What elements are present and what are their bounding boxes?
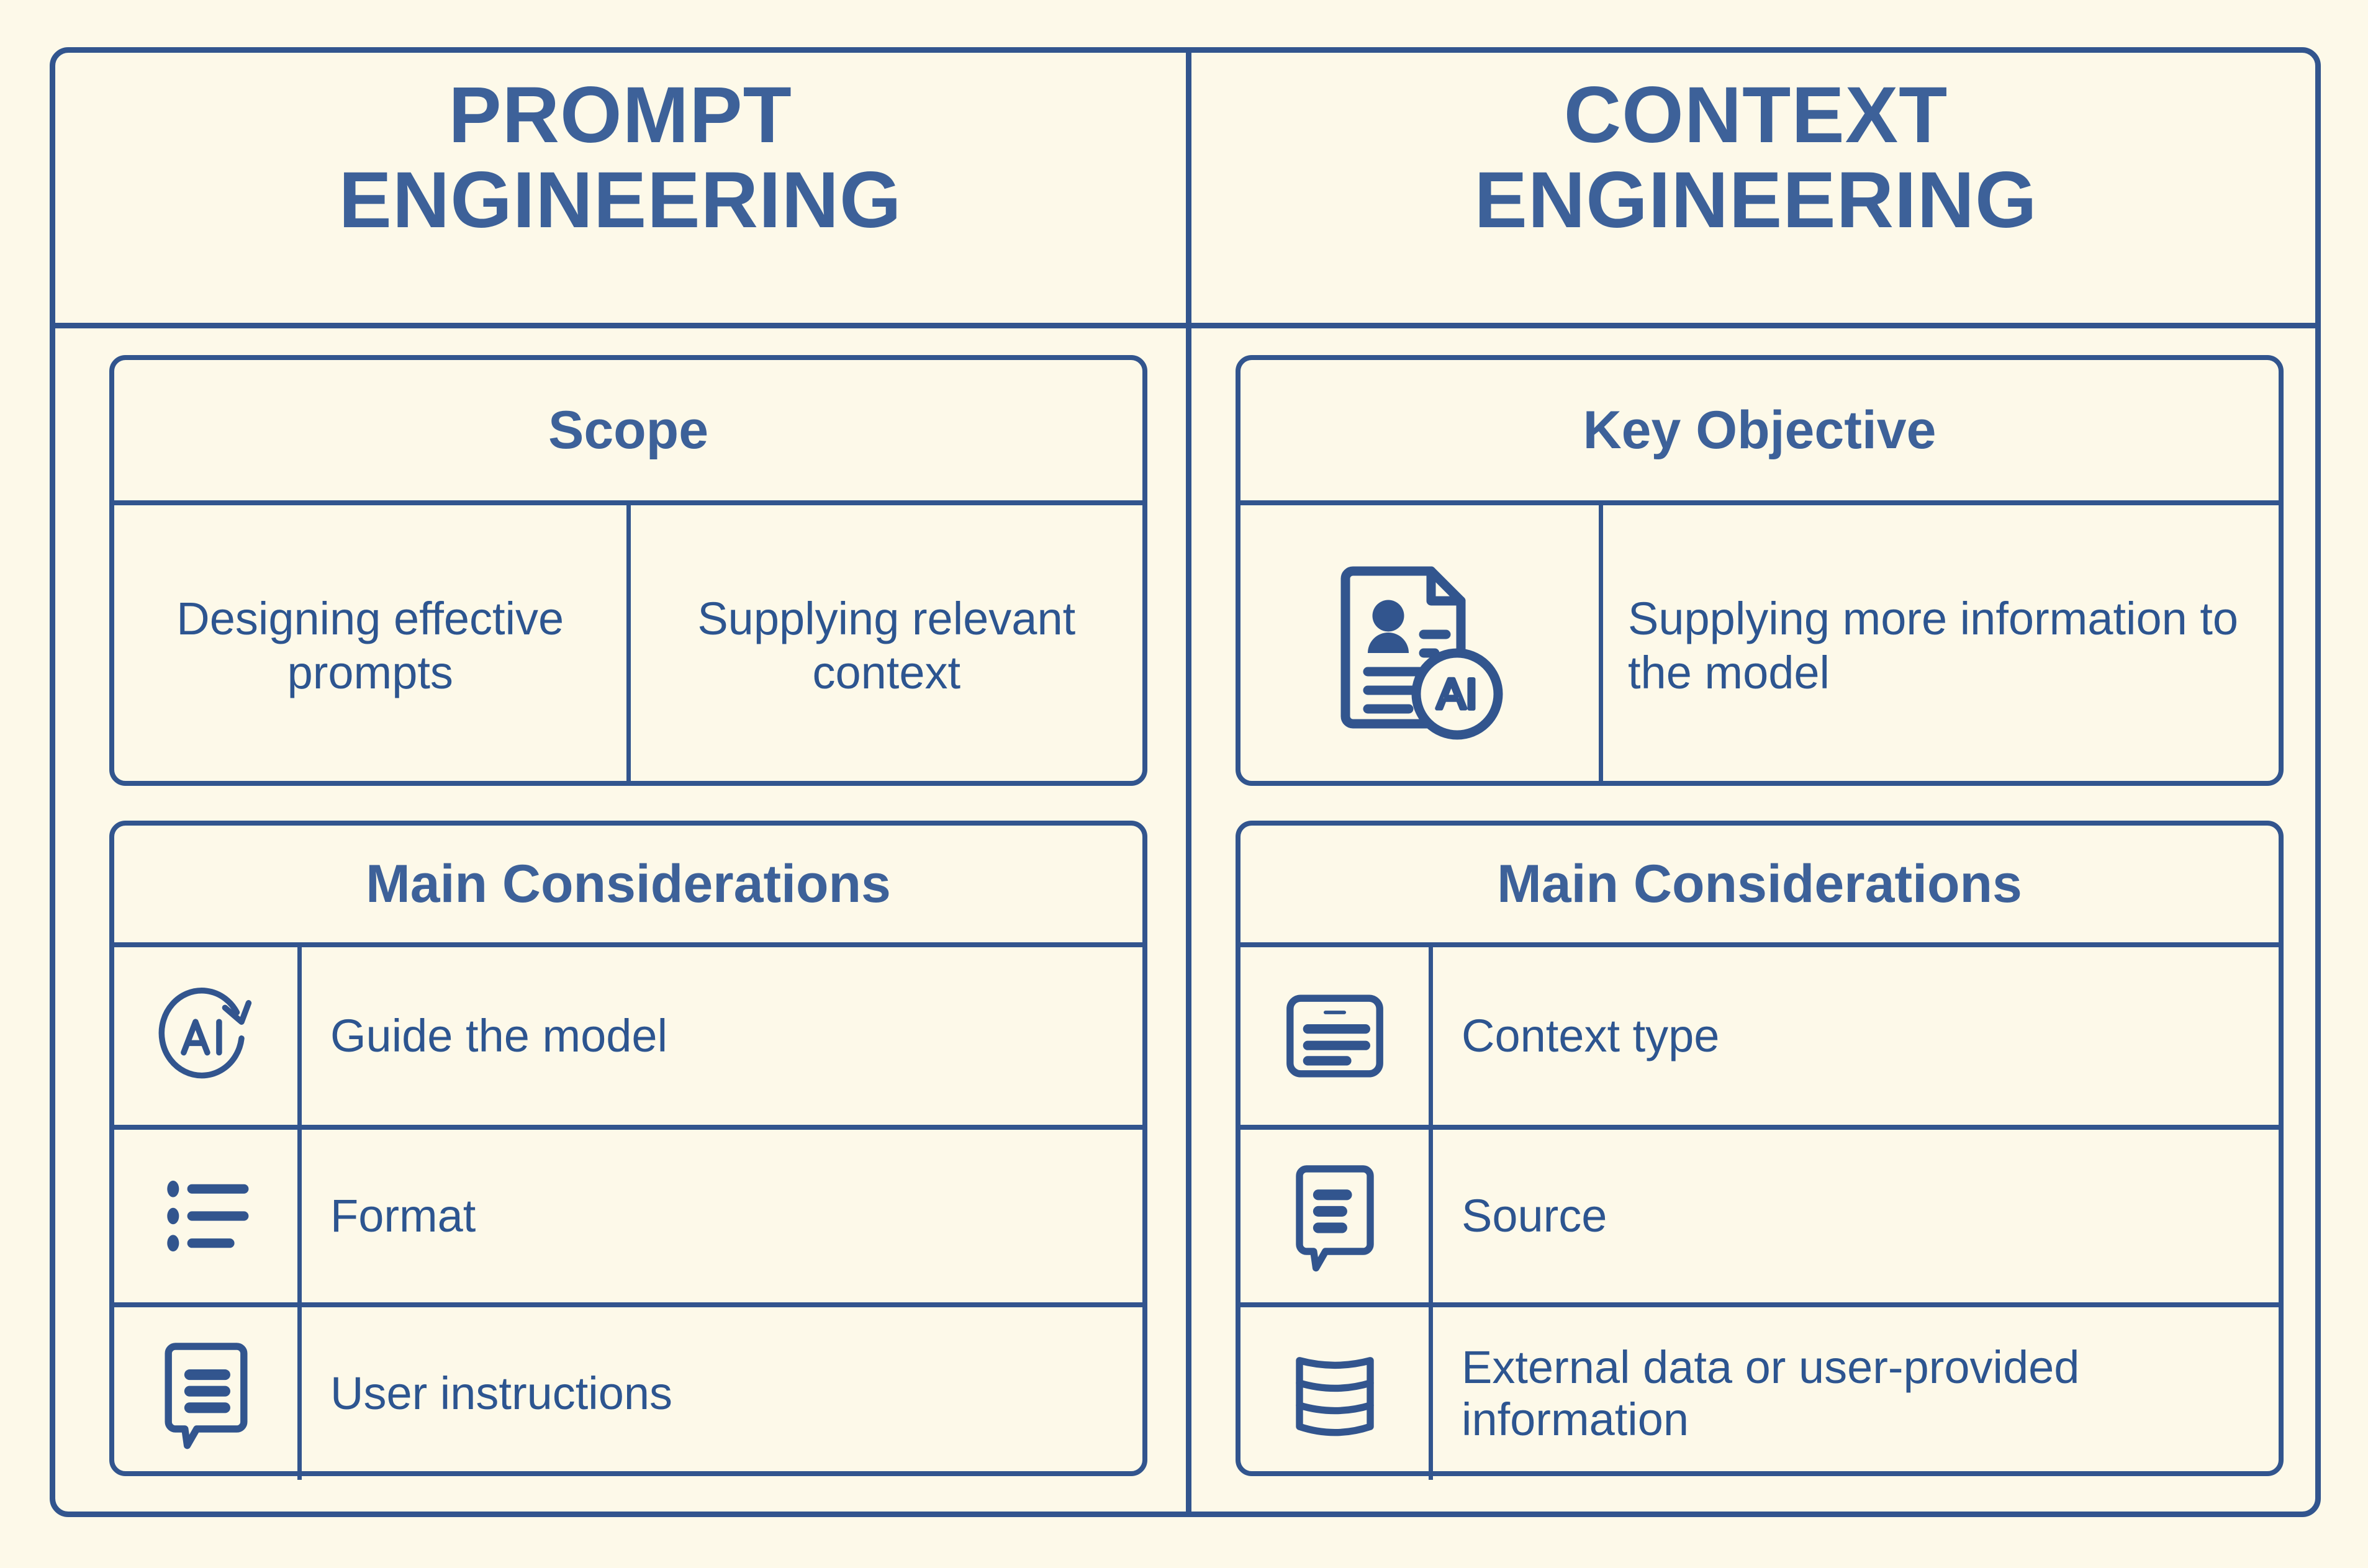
card-main-considerations-left: Main Considerations <box>109 821 1147 1480</box>
consideration-icon-cell <box>114 1307 302 1480</box>
column-title-prompt-engineering: PROMPT ENGINEERING <box>60 73 1181 243</box>
speech-bubble-lines-icon <box>147 1335 265 1453</box>
svg-text:AI: AI <box>1437 670 1477 718</box>
card-scope: Scope Designing effective prompts Supply… <box>109 355 1147 786</box>
card-key-objective-body: AI Supplying more information to the mod… <box>1240 505 2279 786</box>
consideration-label: Source <box>1462 1189 1607 1241</box>
column-divider <box>1186 47 1191 1517</box>
column-title-line-2: ENGINEERING <box>338 155 902 245</box>
card-key-objective-title: Key Objective <box>1240 360 2279 505</box>
consideration-label: Context type <box>1462 1009 1720 1061</box>
main-considerations-left-rows: Guide the model Forma <box>114 947 1142 1480</box>
consideration-icon-cell <box>1240 1130 1433 1302</box>
consideration-label: Guide the model <box>330 1009 668 1061</box>
scope-cell-supplying-relevant-context: Supplying relevant context <box>626 505 1143 786</box>
card-scope-title: Scope <box>114 360 1142 505</box>
consideration-icon-cell <box>114 947 302 1125</box>
card-main-considerations-right-title: Main Considerations <box>1240 826 2279 947</box>
document-profile-ai-icon: AI <box>1327 552 1513 740</box>
database-cylinder-icon <box>1276 1335 1394 1453</box>
header-divider <box>50 323 2321 328</box>
column-title-context-engineering: CONTEXT ENGINEERING <box>1197 73 2315 243</box>
column-title-line-1: CONTEXT <box>1563 71 1948 160</box>
consideration-row: Guide the model <box>114 947 1142 1125</box>
bullet-list-icon <box>147 1157 265 1275</box>
consideration-row: External data or user-provided informati… <box>1240 1302 2279 1480</box>
consideration-label: External data or user-provided informati… <box>1462 1341 2080 1445</box>
consideration-icon-cell <box>114 1130 302 1302</box>
key-objective-icon-cell: AI <box>1240 505 1603 786</box>
card-scope-body: Designing effective prompts Supplying re… <box>114 505 1142 786</box>
consideration-icon-cell <box>1240 1307 1433 1480</box>
card-key-objective: Key Objective <box>1236 355 2284 786</box>
key-objective-text: Supplying more information to the model <box>1628 592 2239 698</box>
column-title-line-2: ENGINEERING <box>1474 155 2038 245</box>
consideration-row: Format <box>114 1125 1142 1302</box>
consideration-label: Format <box>330 1189 476 1241</box>
speech-bubble-lines-icon <box>1276 1157 1394 1275</box>
consideration-row: User instructions <box>114 1302 1142 1480</box>
column-title-line-1: PROMPT <box>448 71 792 160</box>
main-considerations-right-rows: Context type Source <box>1240 947 2279 1480</box>
scope-cell-designing-effective-prompts: Designing effective prompts <box>176 592 564 698</box>
consideration-row: Source <box>1240 1125 2279 1302</box>
ai-refresh-icon <box>147 977 265 1095</box>
consideration-icon-cell <box>1240 947 1433 1125</box>
document-lines-icon <box>1276 977 1394 1095</box>
consideration-row: Context type <box>1240 947 2279 1125</box>
card-main-considerations-left-title: Main Considerations <box>114 826 1142 947</box>
outer-frame <box>50 47 2321 1517</box>
consideration-label: User instructions <box>330 1367 673 1419</box>
card-main-considerations-right: Main Considerations Context type <box>1236 821 2284 1480</box>
